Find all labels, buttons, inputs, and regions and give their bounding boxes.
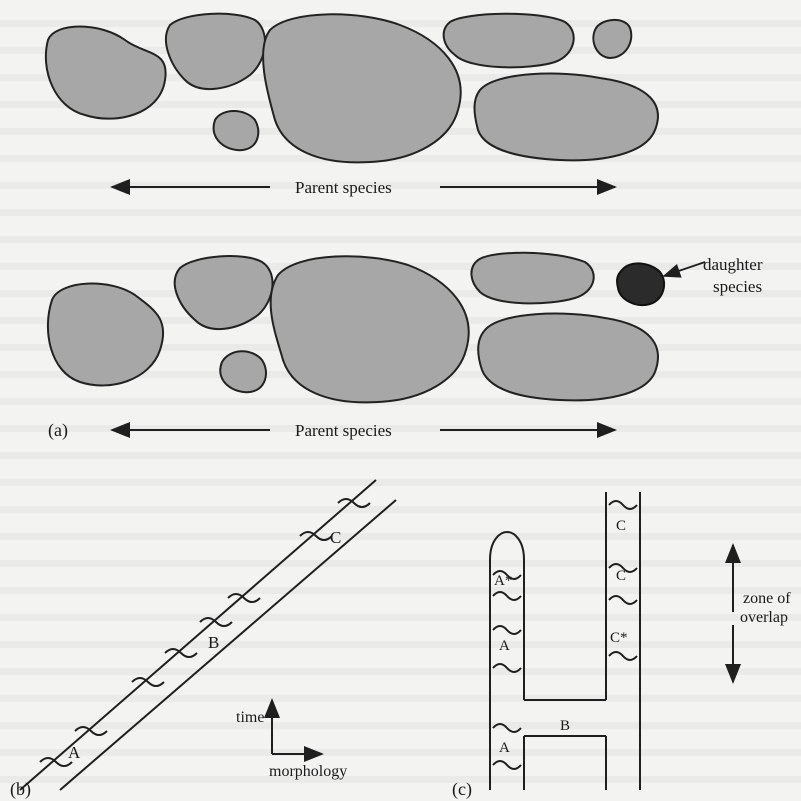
panel-a-label: (a) xyxy=(48,420,68,441)
overlap-label-2: overlap xyxy=(740,609,788,626)
bottom-blob-5 xyxy=(471,253,593,304)
top-blob-4 xyxy=(214,111,259,150)
panel-b-label-b: B xyxy=(208,633,219,652)
overlap-label-1: zone of xyxy=(743,590,791,607)
panel-c-right-label-2: C* xyxy=(610,630,628,646)
panel-c-left-label-2: A xyxy=(499,740,510,756)
panel-c-left-label-0: A* xyxy=(494,573,512,589)
top-blob-7 xyxy=(475,74,658,161)
time-axis-label: time xyxy=(236,709,264,726)
panel-c-label: (c) xyxy=(452,779,472,800)
top-population-group xyxy=(46,14,658,163)
panel-b-label-a: A xyxy=(68,743,81,762)
bottom-blob-6 xyxy=(478,314,658,401)
panel-c-bridge-label: B xyxy=(560,718,570,734)
top-blob-2 xyxy=(166,14,265,89)
panel-b-label-c: C xyxy=(330,528,341,547)
top-blob-6 xyxy=(593,20,631,58)
morphology-axis-label: morphology xyxy=(269,763,347,780)
bottom-blob-2 xyxy=(175,256,273,329)
top-blob-5 xyxy=(444,14,574,68)
daughter-pointer-arrow xyxy=(664,262,705,276)
daughter-label-2: species xyxy=(713,277,762,296)
top-blob-3 xyxy=(263,14,461,162)
daughter-label-1: daughter xyxy=(703,255,763,274)
bottom-arrow-label: Parent species xyxy=(295,421,392,440)
daughter-species-blob xyxy=(617,263,664,305)
panel-c-right-label-1: C xyxy=(616,568,626,584)
bottom-population-group xyxy=(48,253,658,403)
bottom-blob-3 xyxy=(271,256,469,402)
bottom-blob-4 xyxy=(220,351,266,392)
top-blob-1 xyxy=(46,27,166,119)
top-arrow-label: Parent species xyxy=(295,178,392,197)
panel-c-left-label-1: A xyxy=(499,638,510,654)
panel-c-right-label-0: C xyxy=(616,518,626,534)
bottom-blob-1 xyxy=(48,284,163,386)
panel-b-label: (b) xyxy=(10,779,31,800)
